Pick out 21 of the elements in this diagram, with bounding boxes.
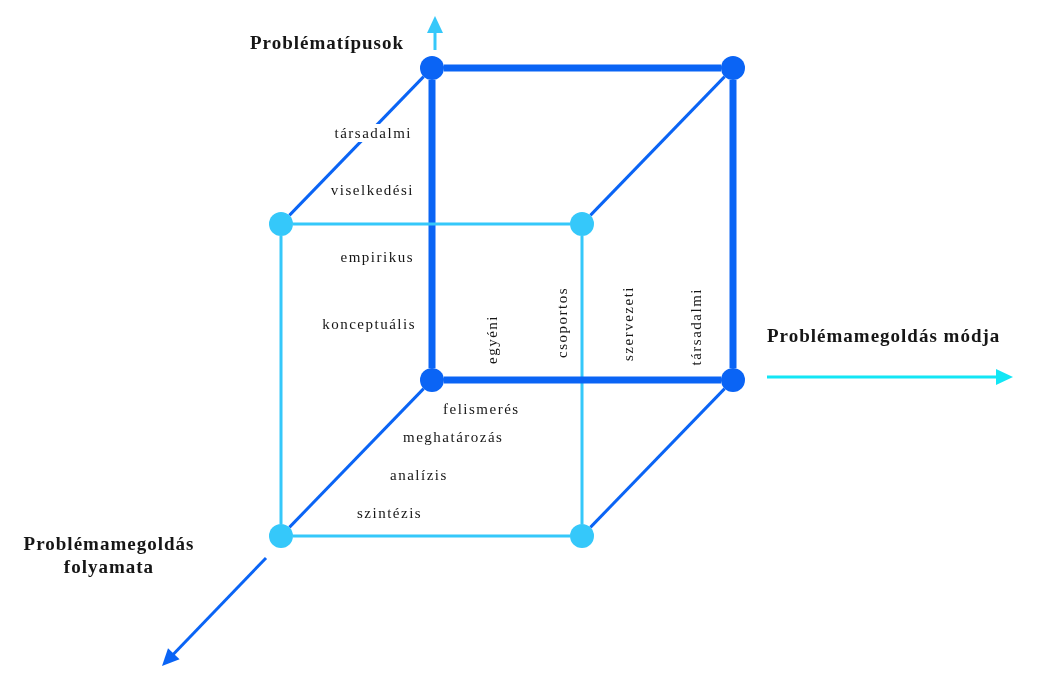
vertex-dot [721, 56, 745, 80]
vertex-dot [420, 56, 444, 80]
vertex-dot [269, 524, 293, 548]
cube-edge [293, 534, 570, 538]
cube-edge [428, 80, 436, 368]
cube-edge [279, 236, 283, 524]
vertex-dot [269, 212, 293, 236]
cube-edge [589, 75, 726, 217]
vertex-dot [570, 212, 594, 236]
cube-edge [288, 387, 425, 529]
vertex-dot [721, 368, 745, 392]
cube-edge [444, 64, 721, 72]
cube-edge [589, 387, 726, 529]
cube-edge [293, 222, 570, 226]
category-label: társadalmi [332, 124, 414, 142]
vertex-dot [570, 524, 594, 548]
cube-edge [444, 376, 721, 384]
cube-edge [288, 75, 425, 217]
vertex-dot [420, 368, 444, 392]
cube-edge [580, 236, 584, 524]
cube-edge [729, 80, 737, 368]
